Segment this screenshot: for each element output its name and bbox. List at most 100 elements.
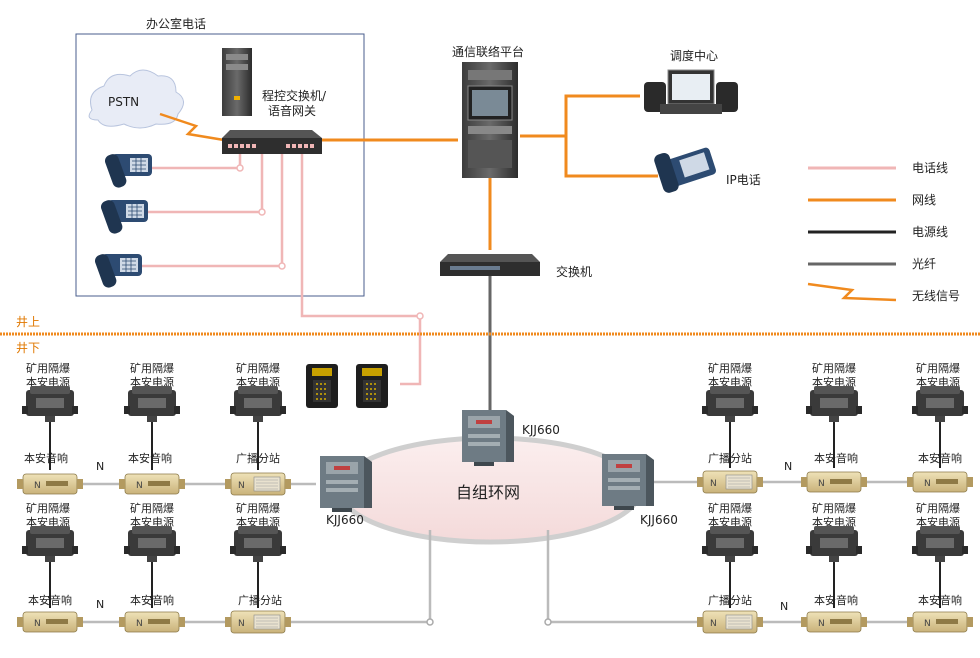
power-label-b: 本安电源	[236, 375, 280, 389]
right-top-power-1: 矿用隔爆 本安电源	[702, 361, 758, 422]
ip-phone-icon	[654, 147, 717, 193]
power-label-b: 本安电源	[812, 515, 856, 529]
power-label-a: 矿用隔爆	[916, 361, 960, 375]
pstn-cloud: PSTN	[88, 69, 184, 129]
dispatch-label: 调度中心	[670, 48, 718, 63]
ip-phone-label: IP电话	[726, 173, 761, 187]
n-label: N	[96, 460, 104, 473]
speaker-label: 本安音响	[128, 451, 172, 465]
kjj-right-icon	[602, 454, 654, 510]
right-bottom-power-2: 矿用隔爆 本安电源	[806, 501, 862, 562]
broadcast-station-icon	[696, 470, 764, 494]
phone-lines-office	[134, 154, 422, 386]
power-label-a: 矿用隔爆	[130, 501, 174, 515]
left-bottom-power-1: 矿用隔爆 本安电源	[22, 501, 78, 562]
broadcast-station-icon	[224, 472, 292, 496]
network-lines	[322, 94, 658, 250]
n-label: N	[784, 460, 792, 473]
legend-item-phone-line: 电话线	[912, 161, 948, 175]
power-label-a: 矿用隔爆	[26, 361, 70, 375]
left-power-lines	[49, 418, 259, 608]
right-bottom-power-1: 矿用隔爆 本安电源	[702, 501, 758, 562]
left-bottom-power-3: 矿用隔爆 本安电源	[230, 501, 286, 562]
power-label-a: 矿用隔爆	[812, 501, 856, 515]
speaker-icon	[118, 611, 186, 633]
pbx-label-line2: 语音网关	[268, 103, 316, 118]
platform-server-icon	[462, 62, 518, 178]
left-top-power-3: 矿用隔爆 本安电源	[230, 361, 286, 422]
kjj-right-label: KJJ660	[640, 513, 678, 527]
wireless-signal-pstn	[159, 112, 225, 142]
power-label-a: 矿用隔爆	[916, 501, 960, 515]
speaker-label: 本安音响	[28, 593, 72, 607]
explosion-proof-phone-1-icon	[305, 363, 339, 409]
right-bottom-power-3: 矿用隔爆 本安电源	[912, 501, 968, 562]
kjj-top-label: KJJ660	[522, 423, 560, 437]
broadcast-label: 广播分站	[708, 451, 752, 465]
speaker-icon	[16, 473, 84, 495]
power-label-b: 本安电源	[236, 515, 280, 529]
speaker-icon	[906, 611, 974, 633]
speaker-icon	[16, 611, 84, 633]
power-label-a: 矿用隔爆	[236, 361, 280, 375]
broadcast-station-icon	[696, 610, 764, 634]
power-label-a: 矿用隔爆	[708, 501, 752, 515]
n-label: N	[96, 598, 104, 611]
power-label-b: 本安电源	[812, 375, 856, 389]
above-ground-label: 井上	[16, 315, 40, 329]
power-label-a: 矿用隔爆	[708, 361, 752, 375]
left-top-power-2: 矿用隔爆 本安电源	[124, 361, 180, 422]
speaker-label: 本安音响	[918, 451, 962, 465]
right-power-lines	[729, 418, 941, 608]
legend: 电话线 网线 电源线 光纤 无线信号	[807, 161, 960, 303]
switch-label: 交换机	[556, 264, 592, 279]
power-label-a: 矿用隔爆	[236, 501, 280, 515]
power-label-b: 本安电源	[916, 515, 960, 529]
pstn-label: PSTN	[108, 95, 139, 109]
speaker-label: 本安音响	[918, 593, 962, 607]
broadcast-label: 广播分站	[238, 593, 282, 607]
power-label-b: 本安电源	[708, 375, 752, 389]
voice-gateway-icon	[222, 130, 322, 154]
dispatch-console-icon	[644, 69, 738, 114]
speaker-label: 本安音响	[814, 593, 858, 607]
legend-item-network-line: 网线	[912, 193, 936, 207]
office-phone-3-icon	[92, 252, 143, 290]
power-label-b: 本安电源	[708, 515, 752, 529]
legend-item-power-line: 电源线	[912, 225, 948, 239]
power-label-b: 本安电源	[26, 515, 70, 529]
kjj-left-icon	[320, 456, 372, 512]
left-top-power-1: 矿用隔爆 本安电源	[22, 361, 78, 422]
network-switch-icon	[440, 254, 540, 276]
pbx-label-line1: 程控交换机/	[262, 88, 327, 103]
speaker-icon	[118, 473, 186, 495]
explosion-proof-phone-2-icon	[355, 363, 389, 409]
power-label-a: 矿用隔爆	[130, 361, 174, 375]
power-label-b: 本安电源	[26, 375, 70, 389]
kjj-left-label: KJJ660	[326, 513, 364, 527]
pbx-tower-icon	[222, 48, 252, 116]
broadcast-station-icon	[224, 610, 292, 634]
speaker-icon	[800, 611, 868, 633]
speaker-label: 本安音响	[24, 451, 68, 465]
platform-label: 通信联络平台	[452, 44, 524, 59]
power-label-a: 矿用隔爆	[26, 501, 70, 515]
speaker-label: 本安音响	[130, 593, 174, 607]
right-top-power-2: 矿用隔爆 本安电源	[806, 361, 862, 422]
office-area-frame	[75, 33, 365, 297]
power-label-b: 本安电源	[130, 515, 174, 529]
below-ground-label: 井下	[16, 341, 40, 355]
power-label-a: 矿用隔爆	[812, 361, 856, 375]
office-phone-2-icon	[98, 198, 149, 236]
left-bottom-power-2: 矿用隔爆 本安电源	[124, 501, 180, 562]
ring-label: 自组环网	[456, 483, 520, 502]
office-title: 办公室电话	[146, 16, 206, 31]
right-top-power-3: 矿用隔爆 本安电源	[912, 361, 968, 422]
broadcast-label: 广播分站	[236, 451, 280, 465]
power-label-b: 本安电源	[130, 375, 174, 389]
speaker-icon	[906, 471, 974, 493]
n-label: N	[780, 600, 788, 613]
legend-item-wireless: 无线信号	[912, 289, 960, 303]
broadcast-label: 广播分站	[708, 593, 752, 607]
